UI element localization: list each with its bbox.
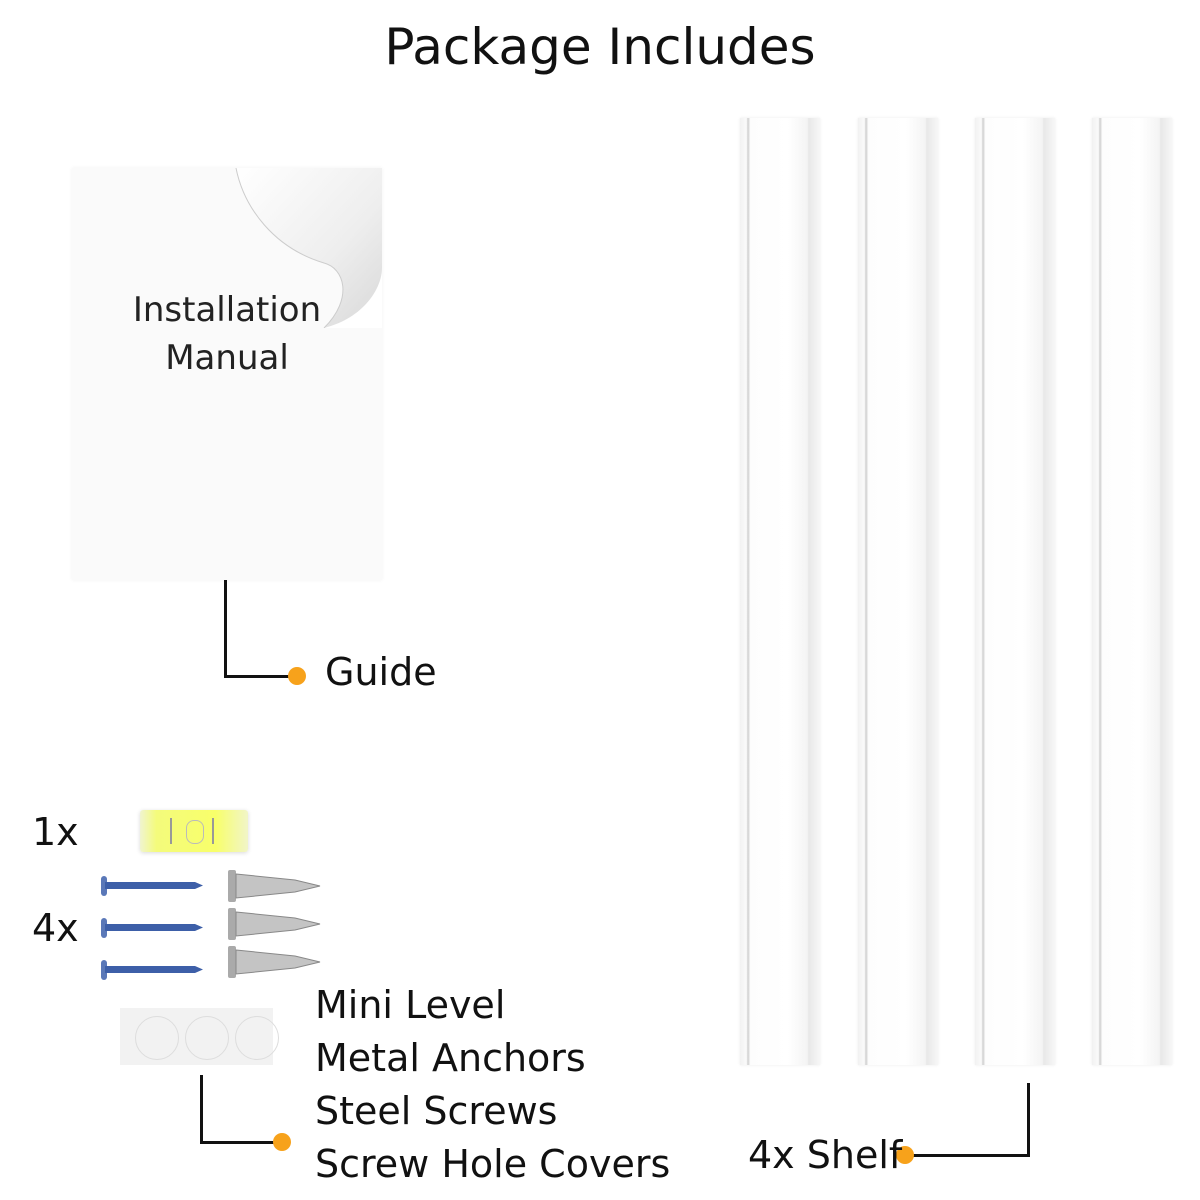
guide-callout-line-h bbox=[224, 675, 297, 678]
manual-line1: Installation bbox=[132, 290, 322, 330]
shelf-callout-line-h bbox=[905, 1154, 1030, 1157]
item-metal-anchors: Metal Anchors bbox=[315, 1036, 586, 1080]
shelf-image bbox=[975, 118, 1055, 1065]
manual-line2: Manual bbox=[165, 338, 289, 378]
guide-dot-icon bbox=[288, 667, 306, 685]
item-screw-hole-covers: Screw Hole Covers bbox=[315, 1142, 671, 1186]
item-mini-level: Mini Level bbox=[315, 983, 506, 1027]
parts-dot-icon bbox=[273, 1133, 291, 1151]
guide-label: Guide bbox=[325, 650, 437, 694]
guide-callout-line bbox=[224, 580, 227, 677]
qty-screws-anchors: 4x bbox=[32, 906, 79, 950]
shelf-dot-icon bbox=[896, 1146, 914, 1164]
qty-level: 1x bbox=[32, 810, 79, 854]
shelf-image bbox=[740, 118, 820, 1065]
page-title: Package Includes bbox=[384, 18, 816, 76]
shelf-callout-line bbox=[1027, 1083, 1030, 1156]
item-steel-screws: Steel Screws bbox=[315, 1089, 558, 1133]
screw-hole-covers-image bbox=[120, 1008, 279, 1065]
parts-callout-line-h bbox=[200, 1141, 282, 1144]
parts-callout-line bbox=[200, 1075, 203, 1143]
shelf-image bbox=[858, 118, 938, 1065]
manual-cover-text: Installation Manual bbox=[72, 286, 382, 382]
shelf-label: 4x Shelf bbox=[748, 1133, 903, 1177]
shelf-image bbox=[1092, 118, 1172, 1065]
page-curl-icon bbox=[235, 168, 382, 328]
screws-and-anchors-image bbox=[101, 870, 321, 980]
metal-anchor-icon bbox=[228, 870, 321, 902]
mini-level-image bbox=[140, 810, 248, 852]
steel-screw-icon bbox=[101, 876, 203, 896]
